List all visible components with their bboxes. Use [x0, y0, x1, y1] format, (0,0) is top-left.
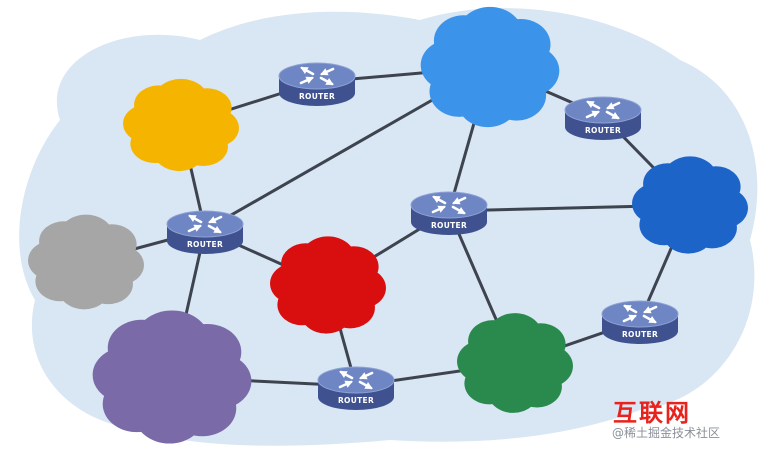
cloud-yellow	[123, 78, 239, 172]
watermark-subtitle: @稀土掘金技术社区	[612, 426, 721, 440]
cloud-dark-blue	[632, 156, 748, 254]
router-right: ROUTER	[601, 300, 679, 344]
router-arrows-icon	[187, 214, 223, 234]
cloud-purple	[92, 310, 252, 444]
cloud-gray	[28, 214, 144, 310]
routers-layer: ROUTER ROUTER ROUTER ROUTER ROUTER ROUTER	[166, 62, 679, 410]
router-label: ROUTER	[299, 92, 335, 101]
router-label: ROUTER	[187, 240, 223, 249]
router-arrows-icon	[338, 370, 374, 390]
router-arrows-icon	[431, 195, 467, 215]
router-label: ROUTER	[431, 221, 467, 230]
router-arrows-icon	[299, 66, 335, 86]
router-arrows-icon	[622, 304, 658, 324]
cloud-green	[457, 313, 573, 413]
watermark-title: 互联网	[613, 399, 691, 427]
cloud-red	[270, 236, 386, 334]
router-center: ROUTER	[410, 191, 488, 235]
router-top-right: ROUTER	[564, 96, 642, 140]
router-label: ROUTER	[338, 396, 374, 405]
router-top: ROUTER	[278, 62, 356, 106]
cloud-light-blue	[420, 6, 560, 128]
router-arrows-icon	[585, 100, 621, 120]
router-left: ROUTER	[166, 210, 244, 254]
clouds-layer	[28, 6, 748, 444]
router-label: ROUTER	[585, 126, 621, 135]
router-bottom: ROUTER	[317, 366, 395, 410]
router-label: ROUTER	[622, 330, 658, 339]
